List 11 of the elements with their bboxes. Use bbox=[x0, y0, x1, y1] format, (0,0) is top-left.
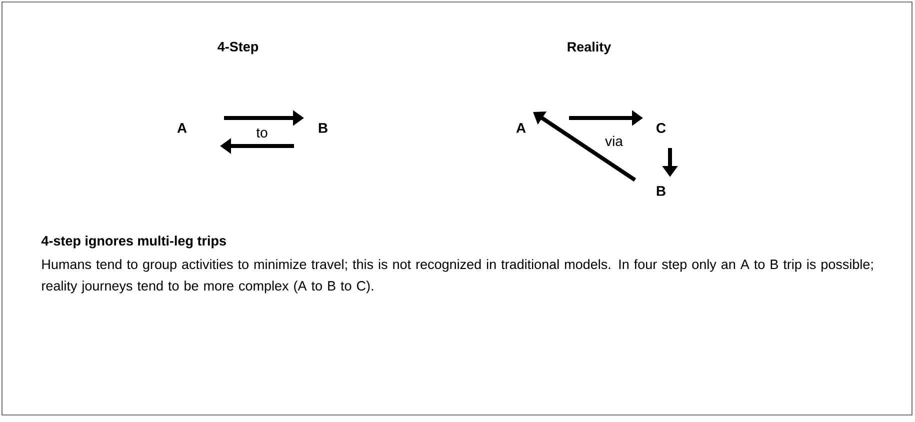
edge-label: via bbox=[605, 136, 623, 146]
heading: 4-step ignores multi-leg trips bbox=[41, 236, 226, 248]
heading: 4-Step bbox=[218, 42, 258, 54]
node-label: B bbox=[656, 186, 666, 196]
paragraph: Humans tend to group activities to minimize travel; this is not recognized in traditional models. In four step only an A to B trip is possible; reality journeys tend to be more complex (A to B to C). bbox=[42, 259, 873, 294]
edge-label: to bbox=[256, 128, 268, 138]
node-label: A bbox=[516, 123, 526, 133]
heading: Reality bbox=[568, 42, 612, 54]
node-label: B bbox=[318, 123, 328, 133]
node-label: A bbox=[177, 123, 187, 133]
node-label: C bbox=[656, 123, 666, 133]
